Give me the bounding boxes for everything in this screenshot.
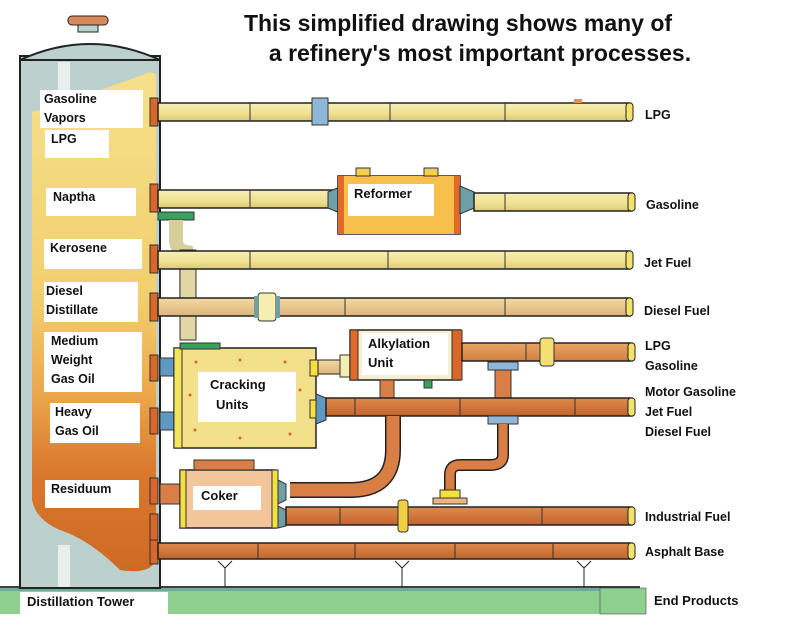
end-product-line: Diesel Fuel [645, 425, 711, 439]
fraction-label-gasoline-vapors: Gasoline Vapors [40, 90, 143, 128]
fraction-label-line: Gas Oil [51, 372, 95, 386]
end-product-motor-gasoline-jet-diesel: Motor Gasoline Jet Fuel Diesel Fuel [645, 382, 736, 442]
end-product-line: Gasoline [645, 359, 698, 373]
pipe-motor-gasoline [325, 397, 636, 425]
end-product-diesel-fuel: Diesel Fuel [644, 301, 710, 321]
fraction-label-line: Distillate [46, 303, 99, 317]
end-product-gasoline: Gasoline [646, 195, 699, 215]
fraction-label-line: Medium [51, 334, 99, 348]
end-product-industrial-fuel: Industrial Fuel [645, 507, 730, 527]
end-product-asphalt-base: Asphalt Base [645, 542, 724, 562]
coker-label: Coker [193, 486, 261, 510]
pipe-industrial-fuel [285, 499, 636, 533]
end-product-line: Diesel Fuel [644, 304, 710, 318]
distillation-tower-label: Distillation Tower [20, 592, 168, 614]
fraction-label-line: Heavy [55, 405, 92, 419]
end-product-line: Jet Fuel [644, 256, 692, 270]
diagram-title-line-1: This simplified drawing shows many of [243, 10, 673, 36]
end-product-line: Gasoline [646, 198, 699, 212]
fraction-label-line: Diesel [46, 284, 83, 298]
pipe-lpg-gasoline [461, 337, 636, 399]
end-product-jet-fuel: Jet Fuel [644, 253, 691, 273]
fraction-label-line: LPG [51, 132, 77, 146]
end-products-swatch [599, 587, 647, 615]
unit-label-line: Alkylation [368, 336, 431, 351]
fraction-label-line: Gasoline [44, 92, 97, 106]
end-product-line: Asphalt Base [645, 545, 725, 559]
fraction-label-line: Kerosene [50, 241, 107, 255]
pipe-curved-cracking-coker [290, 416, 509, 505]
pipe-asphalt-base [157, 542, 636, 587]
fraction-label-line: Gas Oil [55, 424, 99, 438]
tower-outlet-flanges [149, 97, 159, 565]
fraction-label-medium-weight-gas-oil: Medium Weight Gas Oil [44, 332, 142, 392]
pipe-diesel-fuel [157, 292, 634, 322]
fraction-label-diesel-distillate: Diesel Distillate [44, 282, 138, 322]
pipe-crack-to-alkylation [317, 354, 353, 378]
fraction-label-heavy-gas-oil: Heavy Gas Oil [50, 403, 140, 443]
end-product-line: Industrial Fuel [645, 510, 731, 524]
end-product-line: LPG [645, 339, 671, 353]
end-product-line: LPG [645, 108, 671, 122]
unit-label-line: Unit [368, 355, 394, 370]
pipe-gasoline [473, 192, 636, 212]
end-product-lpg: LPG [645, 105, 671, 125]
pipe-lpg [157, 97, 634, 126]
reformer-label: Reformer [348, 184, 434, 216]
end-product-lpg-gasoline: LPG Gasoline [645, 336, 698, 376]
fraction-label-line: Weight [51, 353, 93, 367]
cracking-label: Cracking Units [198, 372, 296, 422]
cracking-unit [159, 342, 327, 449]
alkylation-label: Alkylation Unit [362, 333, 448, 375]
pipe-jet-fuel [157, 250, 634, 270]
fraction-label-naptha: Naptha [46, 188, 136, 216]
diagram-title-line-2: a refinery's most important processes. [268, 40, 692, 66]
fraction-label-kerosene: Kerosene [44, 239, 142, 269]
fraction-label-lpg: LPG [45, 130, 109, 158]
end-product-line: Motor Gasoline [645, 385, 736, 399]
fraction-label-line: Residuum [51, 482, 112, 496]
fraction-label-line: Vapors [44, 111, 86, 125]
unit-label-line: Cracking [210, 377, 266, 392]
unit-label-line: Units [216, 397, 249, 412]
end-products-label: End Products [654, 593, 739, 608]
end-product-line: Jet Fuel [645, 405, 693, 419]
fraction-label-line: Naptha [53, 190, 96, 204]
fraction-label-residuum: Residuum [45, 480, 139, 508]
